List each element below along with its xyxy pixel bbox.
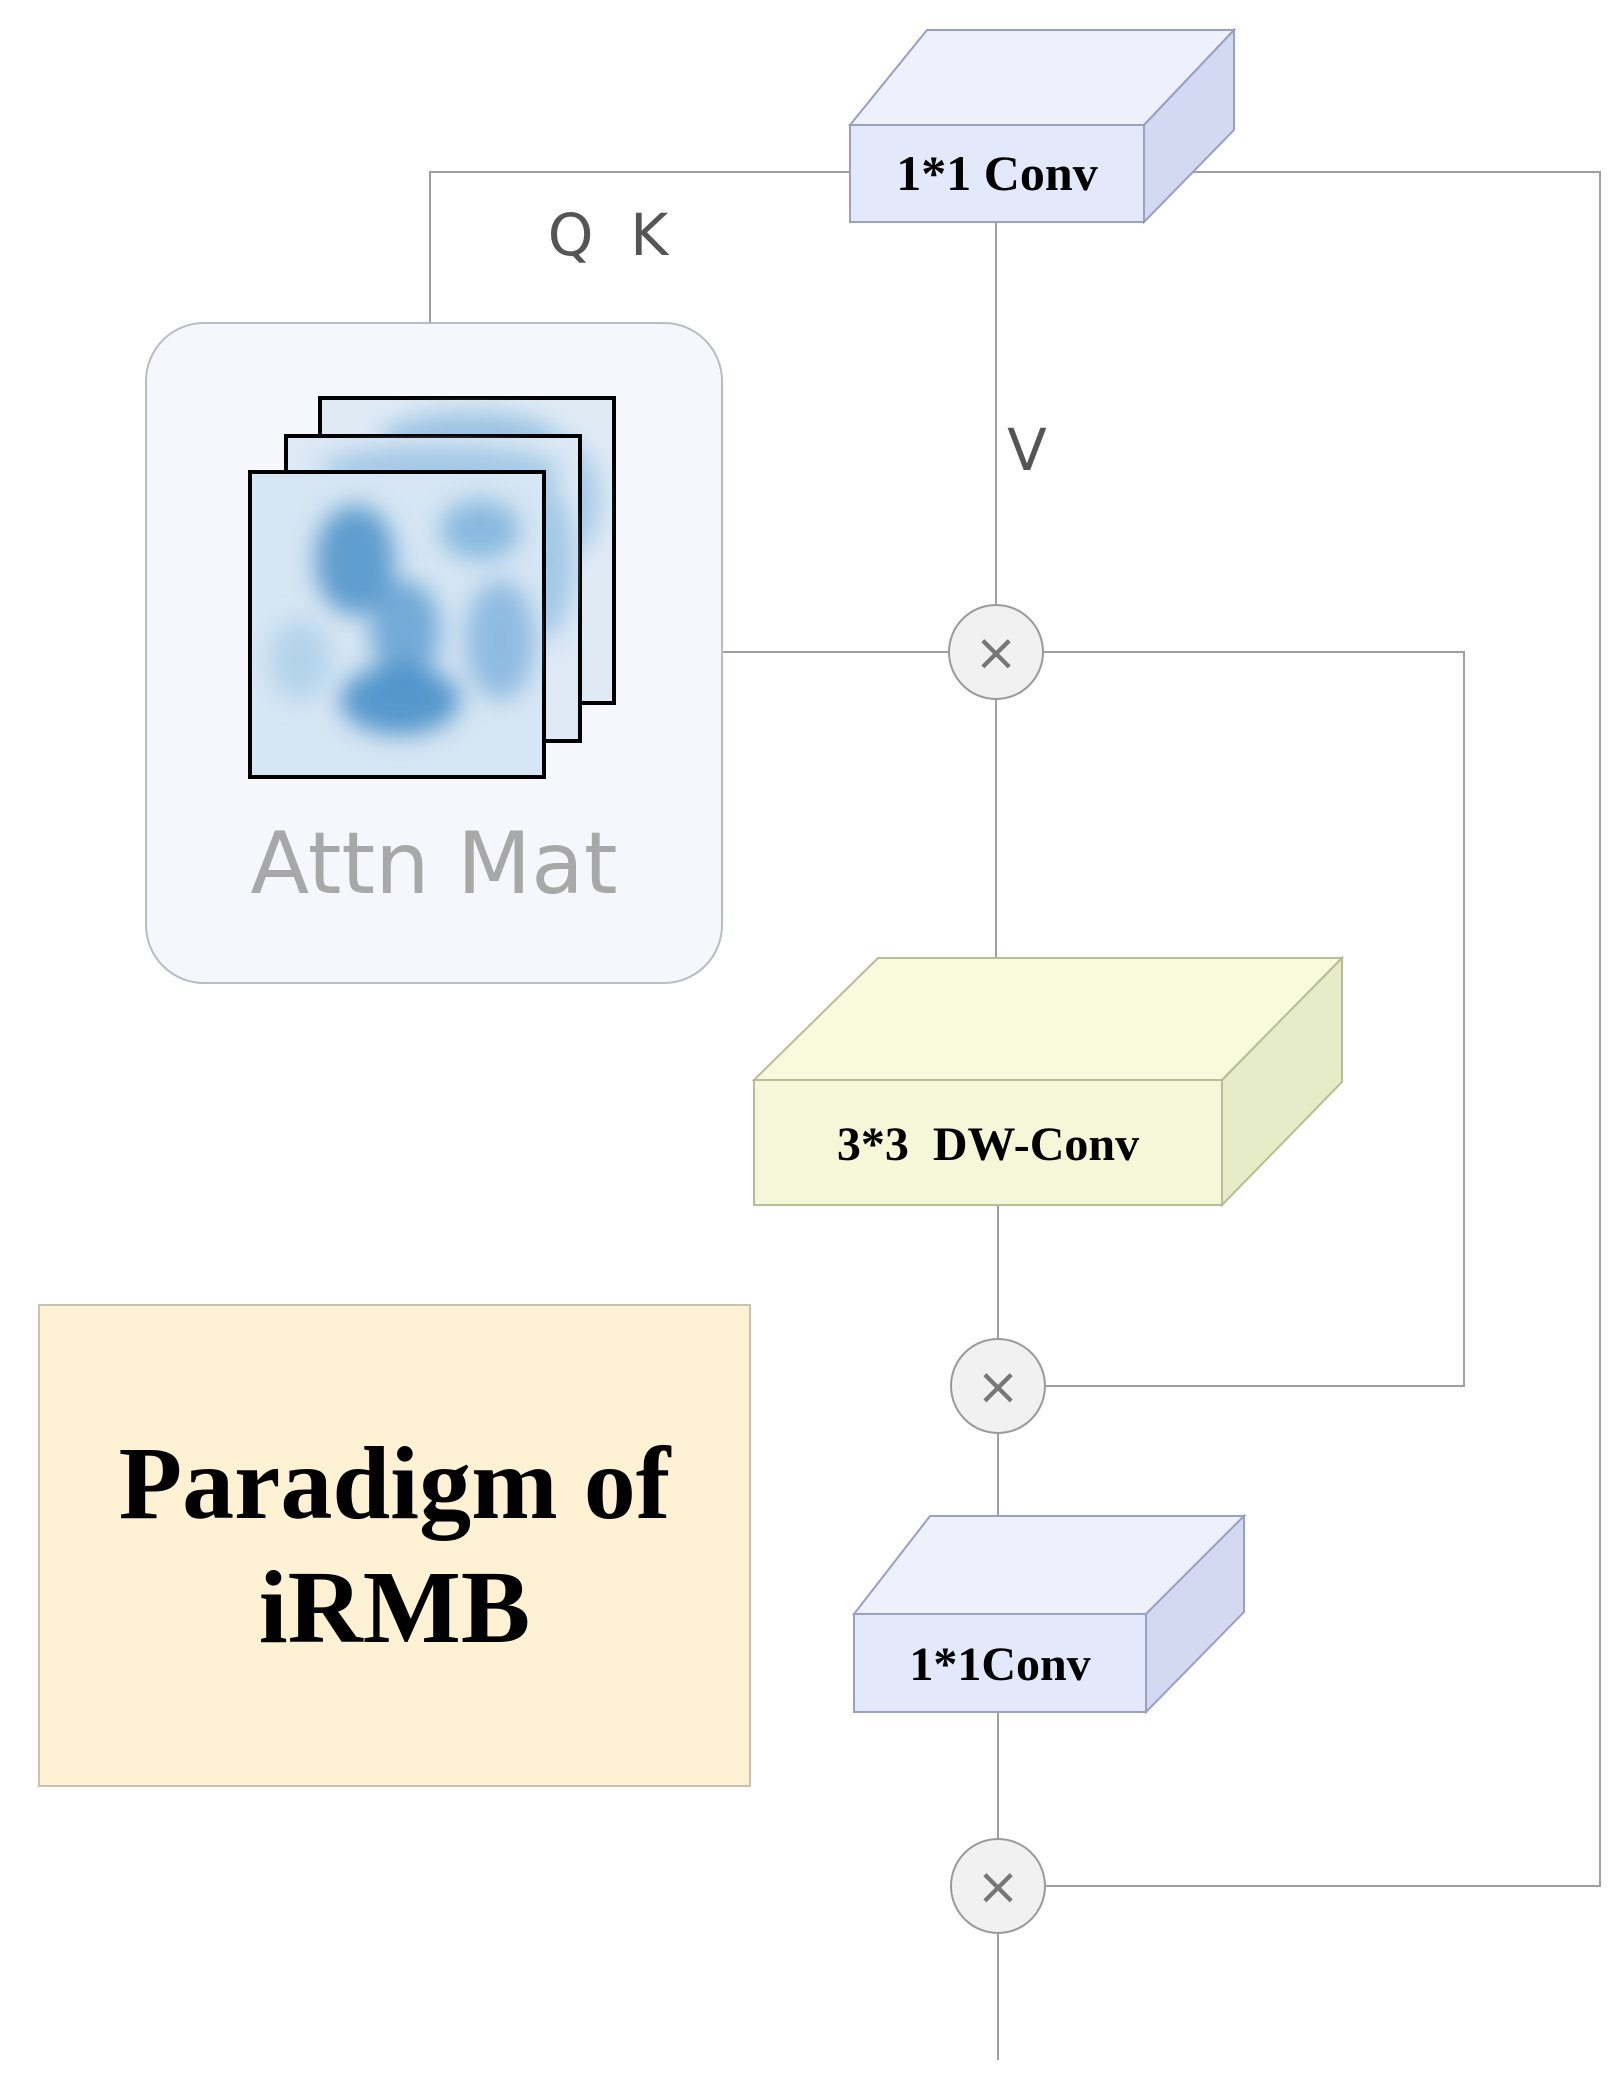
bottom-conv-label: 1*1Conv xyxy=(909,1638,1090,1691)
skip-branch-1 xyxy=(1044,651,1465,1387)
connection-lines xyxy=(429,171,1601,2060)
multiply-operator-icon: × xyxy=(974,623,1018,683)
qk-line xyxy=(429,171,850,323)
attn-mat-panel: Attn Mat xyxy=(145,322,723,984)
v-label: V xyxy=(1007,416,1047,484)
multiply-operator-icon: × xyxy=(976,1857,1020,1917)
dw-conv-label: 3*3 DW-Conv xyxy=(837,1118,1139,1171)
attn-mat-label: Attn Mat xyxy=(250,814,617,914)
paradigm-title-box: Paradigm of iRMB xyxy=(38,1304,751,1787)
multiply-operator-3: × xyxy=(950,1838,1046,1934)
paradigm-title-line1: Paradigm of xyxy=(118,1425,671,1541)
top-conv-label: 1*1 Conv xyxy=(896,145,1097,201)
bottom-conv-block: 1*1Conv xyxy=(851,1513,1247,1715)
attention-heatmap-icon xyxy=(248,396,616,779)
multiply-operator-icon: × xyxy=(976,1357,1020,1417)
paradigm-title-line2: iRMB xyxy=(258,1549,531,1665)
top-conv-block: 1*1 Conv xyxy=(847,27,1237,225)
dw-conv-block: 3*3 DW-Conv xyxy=(751,955,1345,1208)
skip-branch-outer xyxy=(1046,171,1601,1887)
multiply-operator-1: × xyxy=(948,604,1044,700)
multiply-operator-2: × xyxy=(950,1338,1046,1434)
qk-label: Q K xyxy=(548,201,671,269)
